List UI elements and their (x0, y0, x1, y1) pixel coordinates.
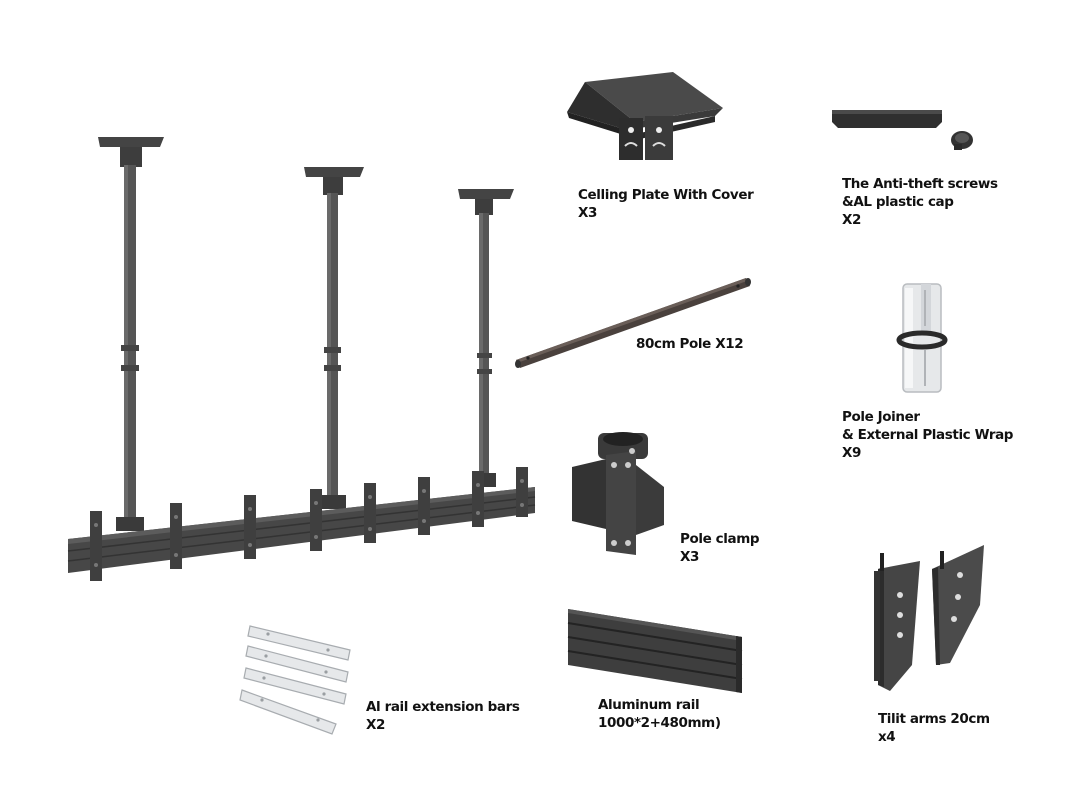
ceiling-plate-name: Celling Plate With Cover (578, 187, 754, 203)
assembled-ceiling-mount-icon (67, 137, 536, 581)
assembled-brackets (90, 467, 528, 581)
pole-label: 80cm Pole X12 (636, 335, 744, 353)
screw-icon (951, 131, 973, 150)
al-rail-ext-label: Al rail extension bars X2 (366, 698, 520, 734)
tilt-arms-label: Tilit arms 20cm x4 (878, 710, 990, 746)
tilt-arms-name: Tilit arms 20cm (878, 711, 990, 727)
pole-joiner-with-wrap-icon (896, 283, 948, 393)
pole-name: 80cm Pole X12 (636, 336, 744, 352)
anti-theft-line1: The Anti-theft screws (842, 176, 998, 192)
pole-joiner-label: Pole Joiner & External Plastic Wrap X9 (842, 408, 1013, 462)
rail-extension-bar-icon (239, 625, 351, 735)
ceiling-plate-with-cover-icon (567, 72, 723, 160)
pole-clamp-name: Pole clamp (680, 531, 760, 547)
pole-clamp-qty: X3 (680, 549, 700, 565)
al-rail-ext-qty: X2 (366, 717, 386, 733)
pole-joiner-line1: Pole Joiner (842, 409, 920, 425)
aluminum-rail-icon (567, 609, 743, 693)
pole-80cm-icon (515, 278, 751, 368)
tilt-arm-icon (874, 545, 984, 691)
al-rail-ext-name: Al rail extension bars (366, 699, 520, 715)
ceiling-plate-qty: X3 (578, 205, 598, 221)
pole-joiner-line2: & External Plastic Wrap (842, 427, 1014, 443)
assembled-pole-right (458, 189, 514, 487)
assembled-pole-left (98, 137, 164, 531)
ceiling-plate-label: Celling Plate With Cover X3 (578, 186, 754, 222)
pole-clamp-label: Pole clamp X3 (680, 530, 760, 566)
pole-clamp-icon (572, 432, 664, 555)
tilt-arm-right (932, 545, 984, 665)
anti-theft-screw-and-cap-icon (832, 110, 973, 150)
tilt-arms-qty: x4 (878, 729, 896, 745)
anti-theft-line2: &AL plastic cap (842, 194, 954, 210)
anti-theft-qty: X2 (842, 212, 862, 228)
aluminum-rail-size: 1000*2+480mm) (598, 715, 721, 731)
aluminum-rail-label: Aluminum rail 1000*2+480mm) (598, 696, 721, 732)
anti-theft-label: The Anti-theft screws &AL plastic cap X2 (842, 175, 998, 229)
assembled-pole-middle (304, 167, 364, 509)
aluminum-rail-name: Aluminum rail (598, 697, 700, 713)
tilt-arm-left (874, 553, 920, 691)
pole-joiner-qty: X9 (842, 445, 862, 461)
